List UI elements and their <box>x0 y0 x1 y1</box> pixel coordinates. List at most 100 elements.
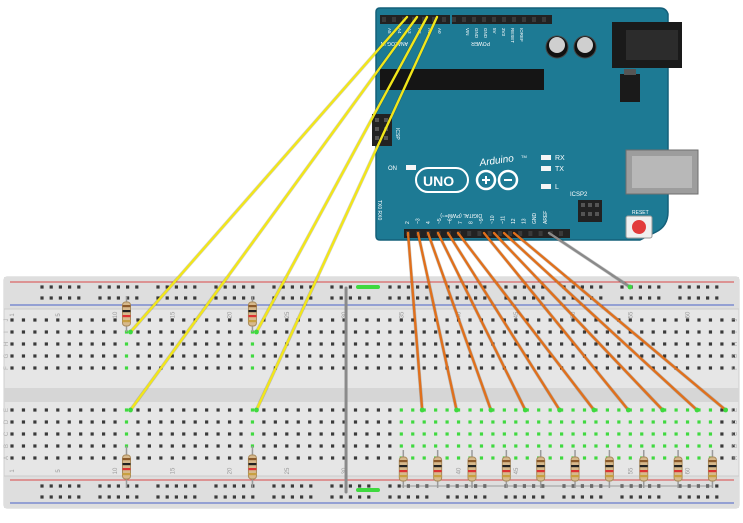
arduino-logo: UNO Arduino TM <box>415 153 527 193</box>
breadboard-hole <box>21 342 26 346</box>
breadboard-hole <box>90 432 94 436</box>
rail-hole <box>193 495 197 499</box>
breadboard-hole <box>685 366 690 370</box>
orange-wire-d6 <box>446 231 561 412</box>
breadboard-hole <box>674 432 678 436</box>
breadboard-hole <box>663 432 667 436</box>
breadboard-hole <box>102 408 106 412</box>
icsp2-pin <box>595 203 599 207</box>
breadboard-hole <box>353 318 358 322</box>
breadboard-hole <box>10 444 14 448</box>
breadboard-hole <box>663 354 667 358</box>
breadboard-hole <box>720 342 724 346</box>
breadboard-hole <box>250 354 255 358</box>
breadboard-hole <box>319 342 323 346</box>
breadboard-hole <box>319 366 323 370</box>
breadboard-hole <box>685 432 690 436</box>
breadboard-hole <box>319 456 323 460</box>
resistor-band <box>122 473 131 476</box>
resistor-band <box>536 470 545 473</box>
breadboard-hole <box>605 420 609 424</box>
breadboard-hole <box>136 318 140 322</box>
header-pin <box>518 231 523 236</box>
breadboard-hole <box>216 330 220 334</box>
breadboard-hole <box>365 342 369 346</box>
breadboard-hole <box>479 420 484 424</box>
breadboard-hole <box>708 366 713 370</box>
breadboard-hole <box>376 432 380 436</box>
breadboard-hole <box>720 408 724 412</box>
digital-pin-label: 2 <box>405 221 411 224</box>
resistor <box>536 450 546 488</box>
rail-hole <box>648 296 652 300</box>
breadboard-hole <box>445 444 449 448</box>
digital-pin-label: 8 <box>469 221 475 224</box>
rail-jumper-bottom <box>356 488 380 492</box>
breadboard-hole <box>193 342 197 346</box>
breadboard-hole <box>605 366 609 370</box>
breadboard-hole <box>560 330 564 334</box>
breadboard-hole <box>136 444 140 448</box>
rail-hole <box>165 484 169 488</box>
yellow-wire-a2 <box>255 15 429 334</box>
breadboard-hole <box>388 354 392 358</box>
rail-hole <box>193 296 197 300</box>
breadboard-hole <box>90 342 94 346</box>
breadboard-hole <box>136 432 140 436</box>
breadboard-hole <box>227 354 232 358</box>
breadboard-hole <box>262 330 266 334</box>
breadboard-hole <box>79 432 83 436</box>
breadboard-hole <box>479 366 484 370</box>
rail-hole <box>590 285 594 289</box>
breadboard-hole <box>147 456 151 460</box>
rail-hole <box>214 495 218 499</box>
digital-pin-label: GND <box>532 213 538 225</box>
resistor-band <box>502 465 511 468</box>
breadboard-hole <box>731 330 735 334</box>
resistor-band <box>122 320 131 323</box>
row-letter: B <box>4 444 10 448</box>
rail-hole <box>397 495 401 499</box>
breadboard-hole <box>10 432 14 436</box>
resistor <box>501 450 511 488</box>
header-pin <box>382 17 386 22</box>
breadboard-hole <box>342 366 346 370</box>
breadboard-hole <box>21 318 26 322</box>
breadboard-hole <box>67 420 71 424</box>
rail-hole <box>126 285 130 289</box>
row-letter: A <box>733 456 739 460</box>
rail-hole <box>464 285 468 289</box>
breadboard-hole <box>250 342 255 346</box>
rail-hole <box>300 296 304 300</box>
breadboard-hole <box>708 342 713 346</box>
breadboard-hole <box>628 444 632 448</box>
breadboard-hole <box>353 366 358 370</box>
row-letter: I <box>4 331 10 333</box>
breadboard-hole <box>102 354 106 358</box>
digital-pin-label: ~10 <box>490 215 496 224</box>
rail-hole <box>513 495 517 499</box>
breadboard-hole <box>708 408 713 412</box>
breadboard-hole <box>663 366 667 370</box>
breadboard-hole <box>331 456 335 460</box>
breadboard-hole <box>353 432 358 436</box>
icsp2-pin <box>588 212 592 216</box>
breadboard-hole <box>571 432 575 436</box>
breadboard-hole <box>147 318 151 322</box>
icsp2-pin <box>581 212 585 216</box>
breadboard-hole <box>308 420 312 424</box>
analog-pin-label: A4 <box>397 28 402 34</box>
rail-hole <box>272 495 276 499</box>
rail-hole <box>214 296 218 300</box>
breadboard-hole <box>651 318 655 322</box>
breadboard-hole <box>67 318 71 322</box>
breadboard-hole <box>594 318 598 322</box>
resistor-band <box>399 475 408 478</box>
breadboard-hole <box>708 330 713 334</box>
breadboard-hole <box>285 444 289 448</box>
orange-wire-d3-end <box>454 407 459 413</box>
breadboard-hole <box>731 408 735 412</box>
breadboard-hole <box>628 330 632 334</box>
breadboard-hole <box>594 456 598 460</box>
breadboard-hole <box>674 408 678 412</box>
